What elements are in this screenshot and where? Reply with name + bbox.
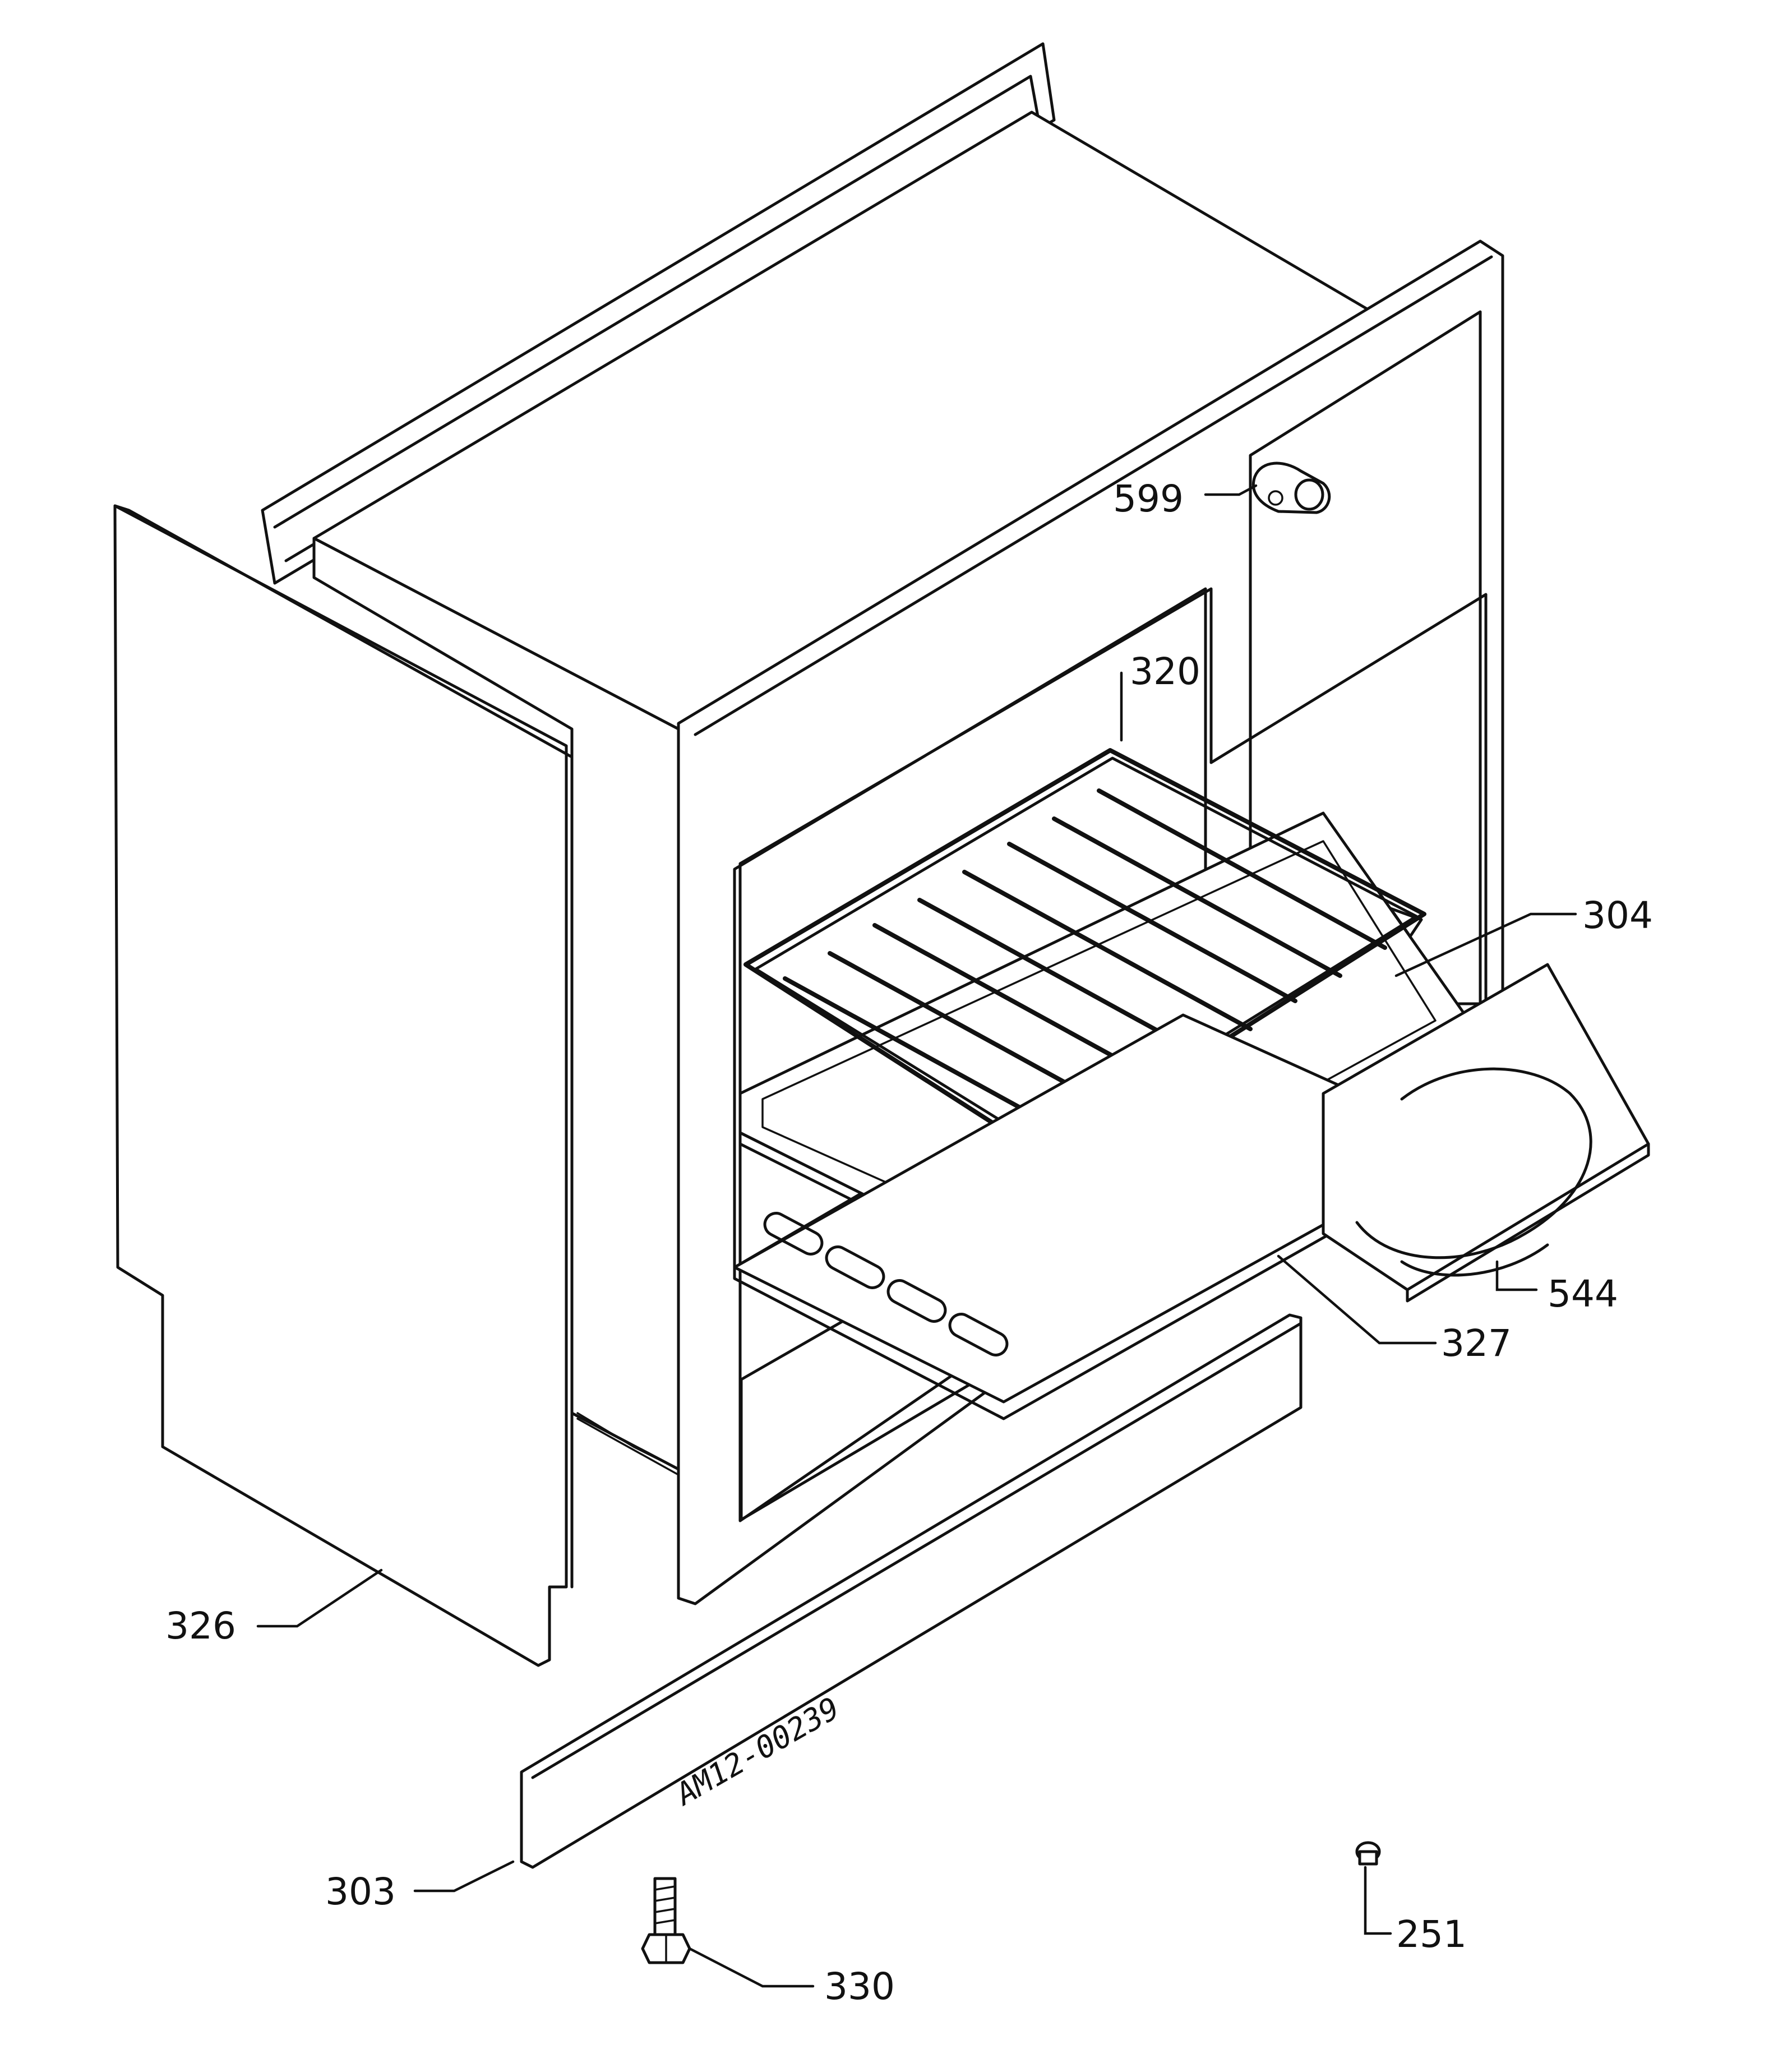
part-326-side-panel: [113, 504, 574, 1667]
label-251: 251: [1396, 1913, 1467, 1956]
leader-303: [413, 1860, 515, 1893]
label-544: 544: [1548, 1272, 1618, 1316]
part-544-element-plate: [1322, 963, 1650, 1303]
leader-326: [256, 1568, 383, 1628]
label-330: 330: [824, 1965, 895, 2008]
label-326: 326: [165, 1604, 236, 1647]
label-304: 304: [1582, 894, 1653, 937]
label-303: 303: [325, 1870, 396, 1913]
leader-251: [1364, 1866, 1392, 1935]
leader-lines: [256, 484, 1577, 1988]
part-599-lamp: [1251, 462, 1331, 514]
part-labels: 599 320 304 544 327 326 303 330 251: [165, 477, 1653, 2008]
label-599: 599: [1113, 477, 1184, 520]
leader-544: [1495, 1260, 1538, 1291]
leader-330: [688, 1947, 815, 1988]
label-320: 320: [1130, 650, 1200, 693]
leader-327: [1277, 1254, 1437, 1345]
label-327: 327: [1441, 1322, 1512, 1365]
part-251-screw: [1355, 1841, 1381, 1866]
leader-599: [1204, 484, 1258, 496]
part-330-bolt: [641, 1877, 691, 1964]
leader-304: [1394, 912, 1577, 977]
oven-cavity-body: [261, 42, 1370, 1476]
